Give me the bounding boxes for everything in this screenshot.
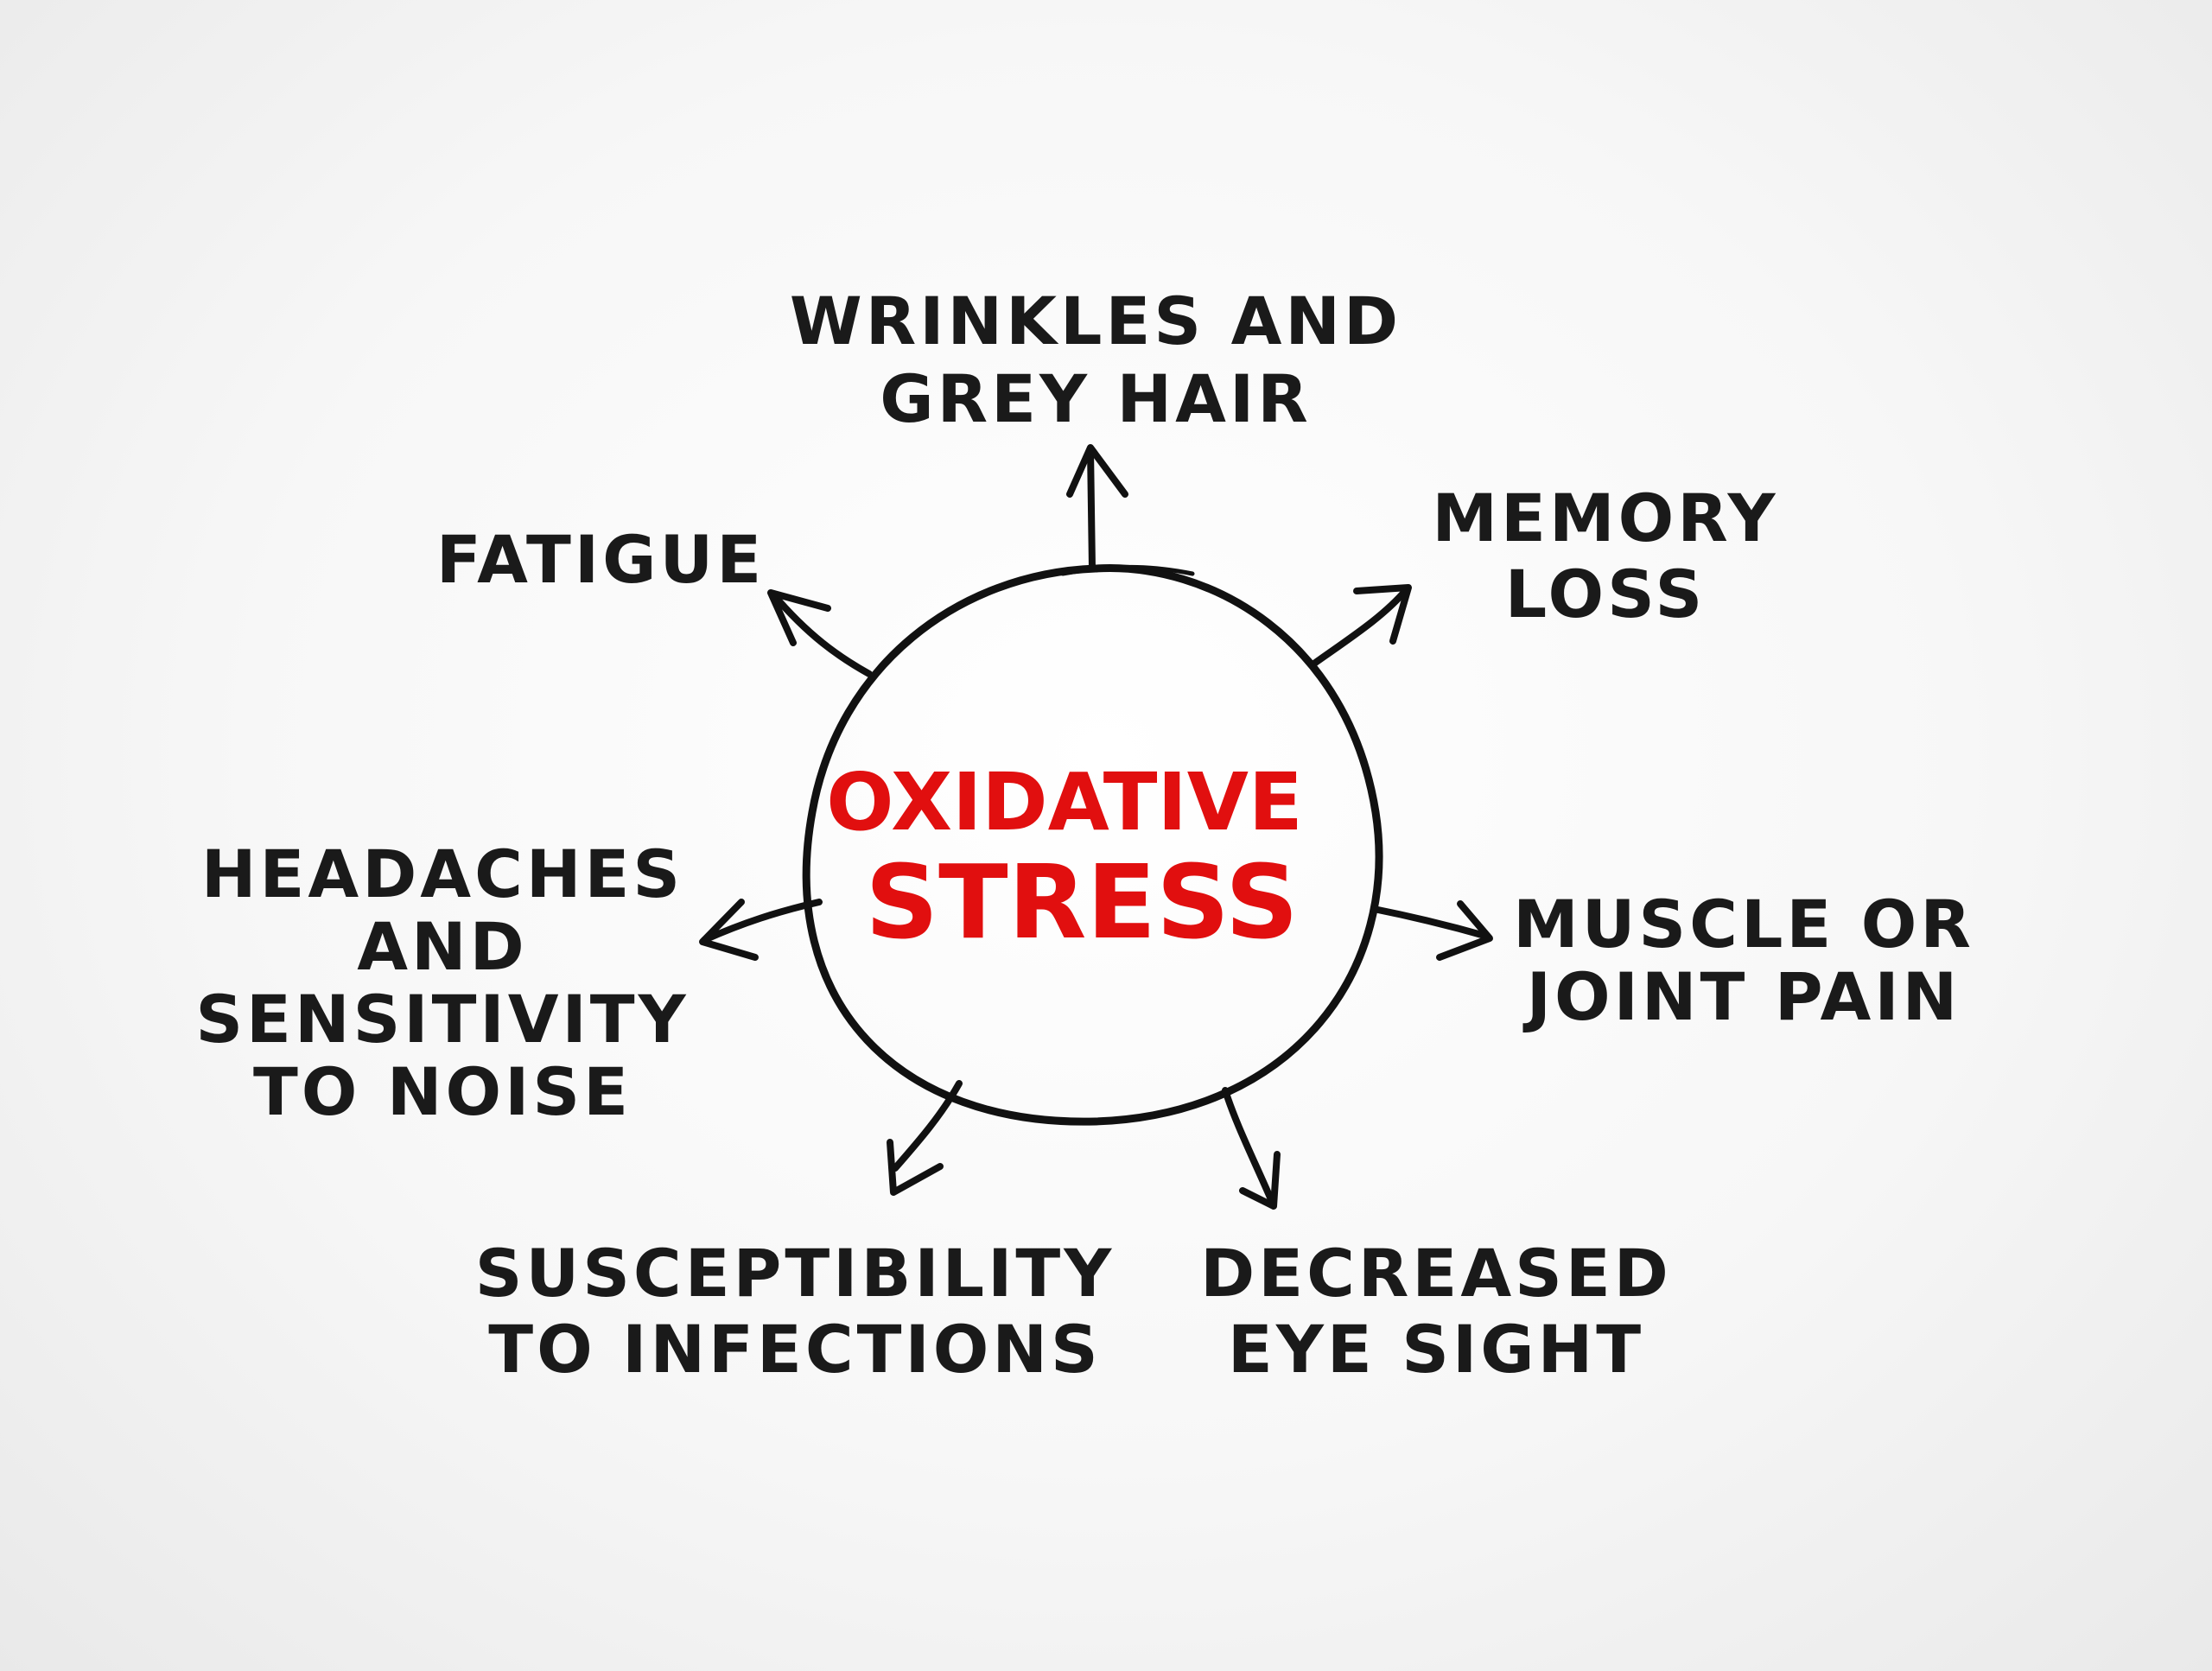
- symptom-muscle: MUSCLE OR JOINT PAIN: [1513, 886, 1974, 1035]
- arrow-headaches: [699, 899, 823, 961]
- center-title-line1: OXIDATIVE: [826, 756, 1303, 848]
- center-title-line2: STRESS: [865, 842, 1299, 962]
- center-node: OXIDATIVE STRESS: [802, 564, 1383, 1126]
- symptom-headaches-line3: SENSITIVITY: [195, 981, 689, 1058]
- symptom-wrinkles-line1: WRINKLES AND: [790, 283, 1402, 359]
- symptom-headaches: HEADACHES AND SENSITIVITY TO NOISE: [195, 836, 689, 1130]
- arrow-memory: [1308, 584, 1412, 669]
- symptom-susceptibility-line2: TO INFECTIONS: [488, 1311, 1101, 1388]
- symptom-wrinkles-line2: GREY HAIR: [880, 360, 1312, 437]
- symptom-muscle-line1: MUSCLE OR: [1513, 886, 1974, 963]
- symptom-eyesight-line1: DECREASED: [1200, 1235, 1672, 1312]
- symptom-susceptibility: SUSCEPTIBILITY TO INFECTIONS: [475, 1235, 1115, 1388]
- symptom-eyesight-line2: EYE SIGHT: [1228, 1311, 1644, 1388]
- symptom-memory-line2: LOSS: [1505, 556, 1706, 632]
- symptom-memory: MEMORY LOSS: [1432, 480, 1778, 632]
- center-circle: [802, 564, 1383, 1126]
- arrow-eyesight: [1222, 1087, 1281, 1210]
- arrow-muscle: [1370, 900, 1493, 961]
- symptom-susceptibility-line1: SUSCEPTIBILITY: [475, 1235, 1115, 1312]
- symptom-fatigue-line1: FATIGUE: [436, 521, 765, 598]
- symptom-eyesight: DECREASED EYE SIGHT: [1200, 1235, 1672, 1388]
- symptom-headaches-line4: TO NOISE: [253, 1053, 632, 1130]
- center-circle-overstroke: [1060, 564, 1195, 576]
- symptom-memory-line1: MEMORY: [1432, 480, 1778, 556]
- symptom-muscle-line2: JOINT PAIN: [1522, 958, 1961, 1035]
- arrow-susceptibility: [887, 1080, 963, 1196]
- symptom-headaches-line1: HEADACHES: [201, 836, 683, 912]
- arrow-fatigue: [767, 589, 873, 677]
- symptom-headaches-line2: AND: [357, 908, 528, 985]
- symptom-wrinkles: WRINKLES AND GREY HAIR: [790, 283, 1402, 437]
- arrow-wrinkles: [1066, 444, 1128, 572]
- symptom-fatigue: FATIGUE: [436, 521, 765, 598]
